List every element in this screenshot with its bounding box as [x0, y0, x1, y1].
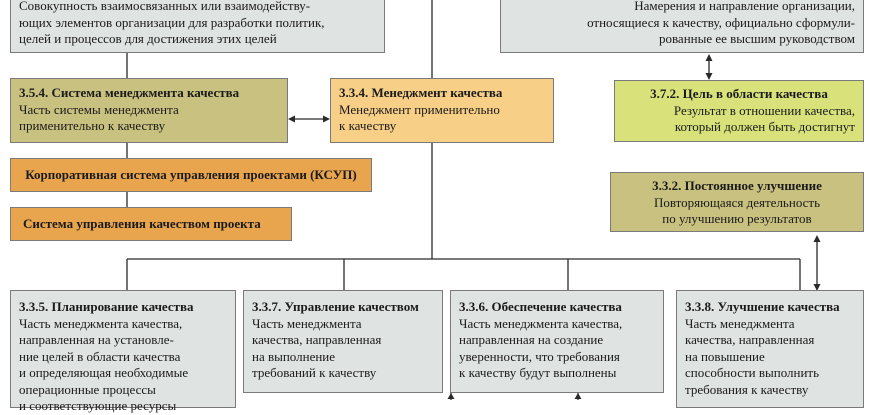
project-qms-title: Система управления качеством проекта	[23, 215, 261, 231]
connector-lines	[126, 0, 821, 400]
qms-title: 3.5.4. Система менеджмента качества	[19, 85, 240, 100]
quality-management-box: 3.3.4. Менеджмент качества Менеджмент пр…	[330, 78, 554, 143]
continual-improvement-title: 3.3.2. Постоянное улучшение	[652, 178, 822, 193]
quality-improvement-title: 3.3.8. Улучшение качества	[685, 299, 840, 314]
quality-improvement-box: 3.3.8. Улучшение качества Часть менеджме…	[676, 290, 864, 408]
continual-improvement-box: 3.3.2. Постоянное улучшение Повторяющаяс…	[610, 172, 864, 232]
ksup-box: Корпоративная система управления проекта…	[10, 158, 372, 192]
quality-planning-title: 3.3.5. Планирование качества	[19, 299, 194, 314]
qms-box: 3.5.4. Система менеджмента качества Част…	[10, 78, 288, 143]
quality-management-title: 3.3.4. Менеджмент качества	[339, 85, 503, 100]
qms-text: Часть системы менеджмента применительно …	[19, 101, 179, 134]
quality-objective-box: 3.7.2. Цель в области качества Результат…	[614, 80, 864, 142]
quality-control-box: 3.3.7. Управление качеством Часть менедж…	[243, 290, 443, 393]
quality-improvement-text: Часть менеджмента качества, направленная…	[685, 315, 820, 397]
quality-policy-definition-box: Намерения и направление организации, отн…	[500, 0, 864, 53]
quality-assurance-text: Часть менеджмента качества, направленная…	[459, 315, 623, 381]
quality-assurance-box: 3.3.6. Обеспечение качества Часть менедж…	[450, 290, 664, 393]
quality-planning-box: 3.3.5. Планирование качества Часть менед…	[10, 290, 236, 413]
quality-control-text: Часть менеджмента качества, направленная…	[252, 315, 382, 381]
ksup-title: Корпоративная система управления проекта…	[25, 166, 357, 182]
quality-assurance-title: 3.3.6. Обеспечение качества	[459, 299, 622, 314]
system-definition-box: Совокупность взаимосвязанных или взаимод…	[10, 0, 385, 53]
quality-control-title: 3.3.7. Управление качеством	[252, 299, 419, 314]
quality-objective-text: Результат в отношении качества, который …	[673, 102, 855, 135]
continual-improvement-text: Повторяющаяся деятельность по улучшению …	[653, 194, 821, 227]
quality-management-text: Менеджмент применительно к качеству	[339, 101, 500, 134]
quality-objective-title: 3.7.2. Цель в области качества	[650, 86, 828, 101]
project-qms-box: Система управления качеством проекта	[10, 207, 292, 241]
quality-policy-definition-text: Намерения и направление организации, отн…	[587, 0, 855, 46]
system-definition-text: Совокупность взаимосвязанных или взаимод…	[19, 0, 325, 46]
